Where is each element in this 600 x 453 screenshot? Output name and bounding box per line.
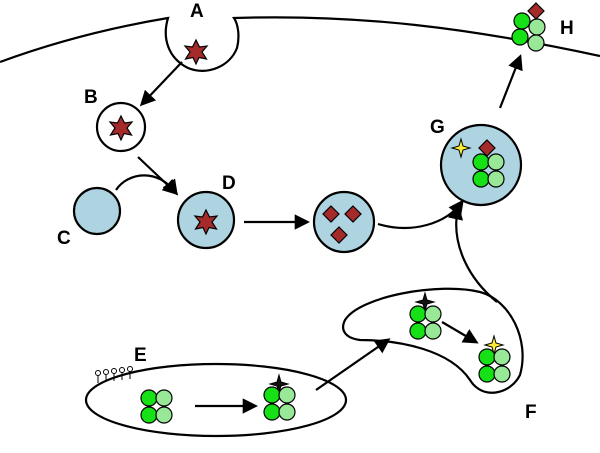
mhc-complex-icon [263, 386, 296, 421]
label-h: H [560, 18, 574, 39]
label-c: C [57, 228, 71, 249]
mhc-complex-icon [472, 153, 505, 188]
peptide-fragment-icon [527, 2, 545, 20]
arrow-g-to-h [498, 54, 523, 109]
degradation-vesicle [312, 190, 376, 254]
cell-membrane [0, 16, 600, 72]
mhc-complex-icon [478, 348, 511, 383]
arrow-c-to-d [115, 174, 178, 196]
antigen-star-icon [184, 39, 208, 65]
arrow-vesicle-to-g [377, 199, 464, 229]
label-e: E [134, 345, 147, 366]
arrow-e-to-f [315, 338, 391, 391]
arrow-a-to-b [139, 61, 183, 107]
golgi-apparatus-f [342, 287, 524, 394]
label-g: G [430, 117, 445, 138]
label-f: F [525, 402, 537, 423]
lysosome-c [72, 186, 122, 236]
arrow-f-to-g [447, 203, 498, 303]
mhc-complex-icon [511, 12, 546, 52]
label-d: D [222, 173, 236, 194]
arrow-golgi-internal [441, 321, 479, 344]
surface-receptor-icon [95, 366, 133, 383]
mhc-complex-icon [140, 389, 173, 424]
label-b: B [84, 87, 98, 108]
mhc-complex-icon [409, 305, 442, 340]
label-a: A [190, 1, 204, 22]
endoplasmic-reticulum-e [84, 362, 348, 438]
